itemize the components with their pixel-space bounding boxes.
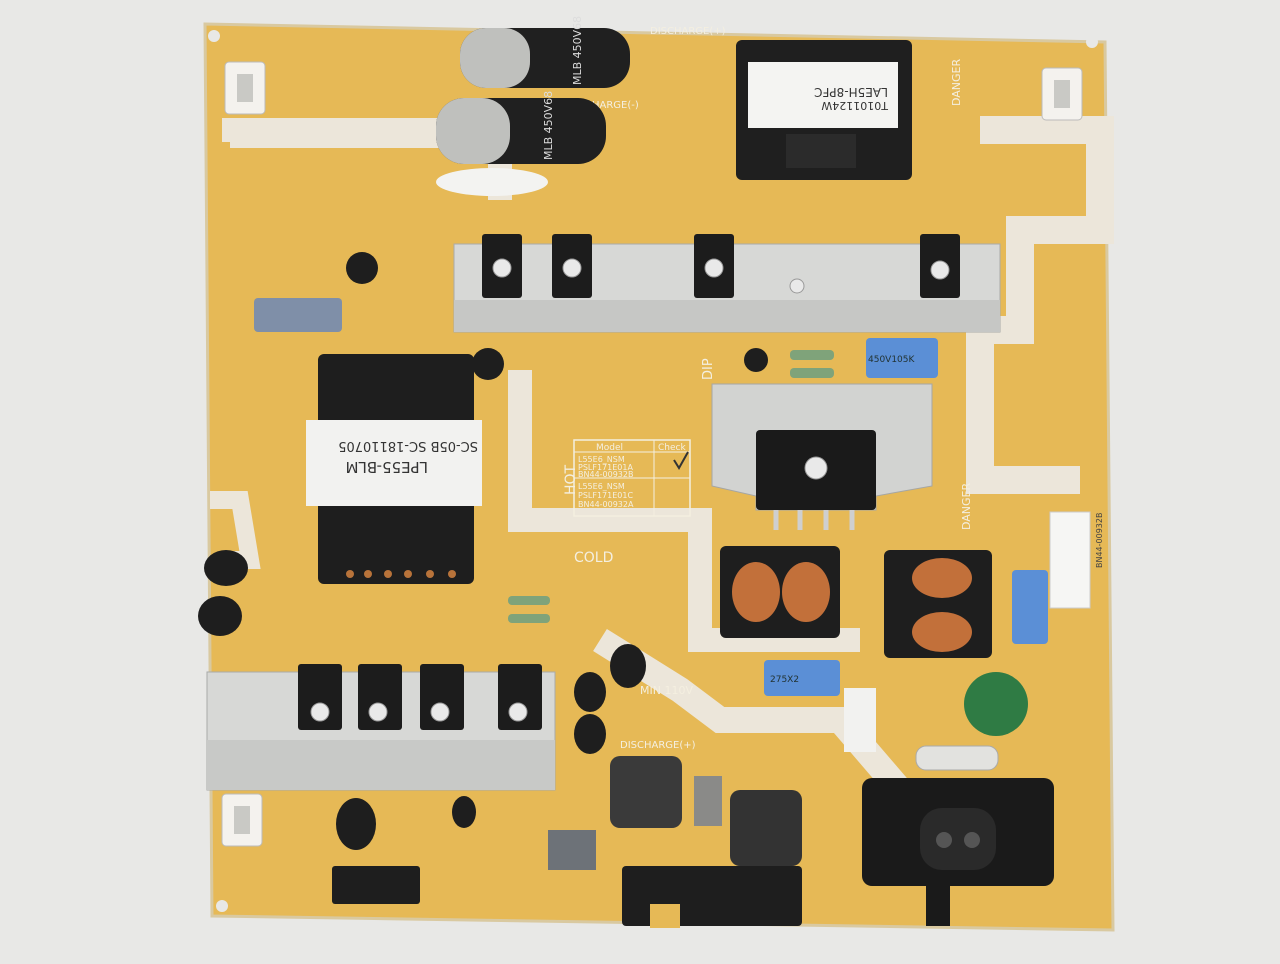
model-header: Model <box>596 443 623 453</box>
x-cap-label: 275X2 <box>770 675 799 685</box>
bulk-cap-1-label: MLB 450V68 <box>571 16 584 85</box>
transformer-main-label: LPE55-BLM <box>346 458 428 476</box>
model-line-2: PSLF171E01A <box>578 463 633 472</box>
bottom-heatsink <box>206 664 556 791</box>
small-capacitors <box>198 252 768 850</box>
sticker-text: BN44-00932B <box>1095 513 1104 568</box>
pfc-transformer: LAE5H-8PFC T0101124W <box>736 40 912 180</box>
resistors <box>508 350 834 623</box>
transformer-top-label: LAE5H-8PFC <box>814 85 888 99</box>
bulk-cap-2-label: MLB 450V68 <box>542 91 555 160</box>
main-transformer: LPE55-BLM SC-05B SC-18110705 <box>306 354 482 584</box>
min-voltage-label: MIN 110V <box>640 684 693 697</box>
ac-input-connector <box>862 778 1054 926</box>
film-capacitors: 450V105K 275X2 <box>254 298 1048 696</box>
common-mode-chokes <box>720 546 992 658</box>
discharge-bottom-label: DISCHARGE(+) <box>620 740 696 751</box>
varistor-fuse <box>844 672 1028 771</box>
model-line-6: BN44-00932A <box>578 500 634 509</box>
output-connectors <box>332 866 802 928</box>
model-line-1: L55E6_NSM <box>578 455 625 464</box>
check-header: Check <box>658 443 686 453</box>
danger-top-label: DANGER <box>950 58 963 106</box>
hot-label: HOT <box>563 464 579 495</box>
bridge-heatsink <box>711 383 933 530</box>
output-inductors <box>548 756 802 870</box>
cold-label: COLD <box>574 550 613 566</box>
top-heatsink <box>453 234 1001 333</box>
danger-mid-label: DANGER <box>960 482 973 530</box>
discharge-top-label: DISCHARGE(+) <box>650 26 726 37</box>
bulk-capacitors: MLB 450V68 MLB 450V68 <box>436 16 630 196</box>
dip-label: DIP <box>701 358 716 380</box>
silkscreen-labels: DISCHARGE(+) DISCHARGE(-) DANGER DANGER … <box>563 26 973 751</box>
hv-cap-label: 450V105K <box>868 355 916 365</box>
discharge-left-label: DISCHARGE(-) <box>568 100 639 111</box>
model-line-3: BN44-00932B <box>578 470 633 479</box>
model-table: Model Check L55E6_NSM PSLF171E01A BN44-0… <box>573 439 691 517</box>
board-sticker: BN44-00932B <box>1049 511 1104 609</box>
model-line-4: L55E6_NSM <box>578 482 625 491</box>
transformer-top-code: T0101124W <box>821 99 889 112</box>
model-line-5: PSLF171E01C <box>578 491 633 500</box>
transformer-main-code: SC-05B SC-18110705 <box>338 438 478 453</box>
